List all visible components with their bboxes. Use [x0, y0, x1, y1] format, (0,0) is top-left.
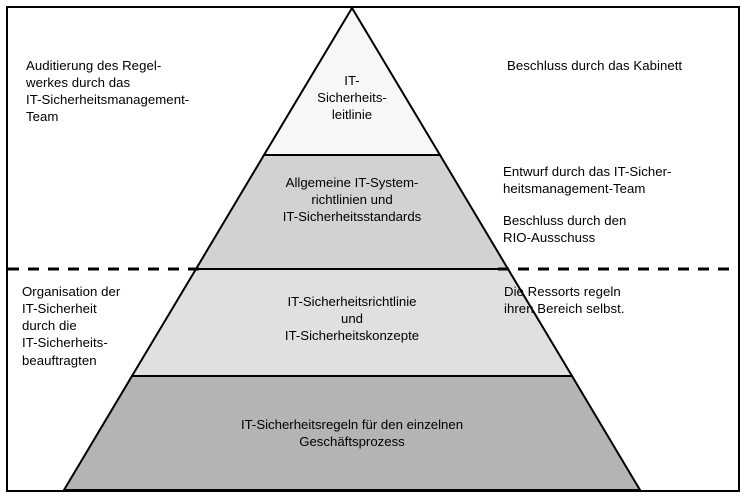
annotation-kabinett: Beschluss durch das Kabinett — [507, 58, 683, 73]
annotation-rio-ausschuss: Beschluss durch den RIO-Ausschuss — [503, 213, 627, 246]
pyramid-tier-3-label: IT-Sicherheitsrichtlinie und IT-Sicherhe… — [284, 294, 420, 344]
annotation-organisation: Organisation der IT-Sicherheit durch die… — [22, 284, 121, 368]
annotation-entwurf: Entwurf durch das IT-Sicher- heitsmanage… — [503, 164, 672, 197]
pyramid-tier-4-label: IT-Sicherheitsregeln für den einzelnen G… — [240, 417, 464, 450]
pyramid-tier-2-label: Allgemeine IT-System- richtlinien und IT… — [282, 175, 422, 225]
annotation-auditierung: Auditierung des Regel- werkes durch das … — [26, 58, 190, 125]
pyramid-tier-1-label: IT- Sicherheits- leitlinie — [317, 73, 387, 123]
annotation-ressorts: Die Ressorts regeln ihren Bereich selbst… — [504, 284, 625, 317]
pyramid-tier-4-shape — [62, 375, 642, 491]
